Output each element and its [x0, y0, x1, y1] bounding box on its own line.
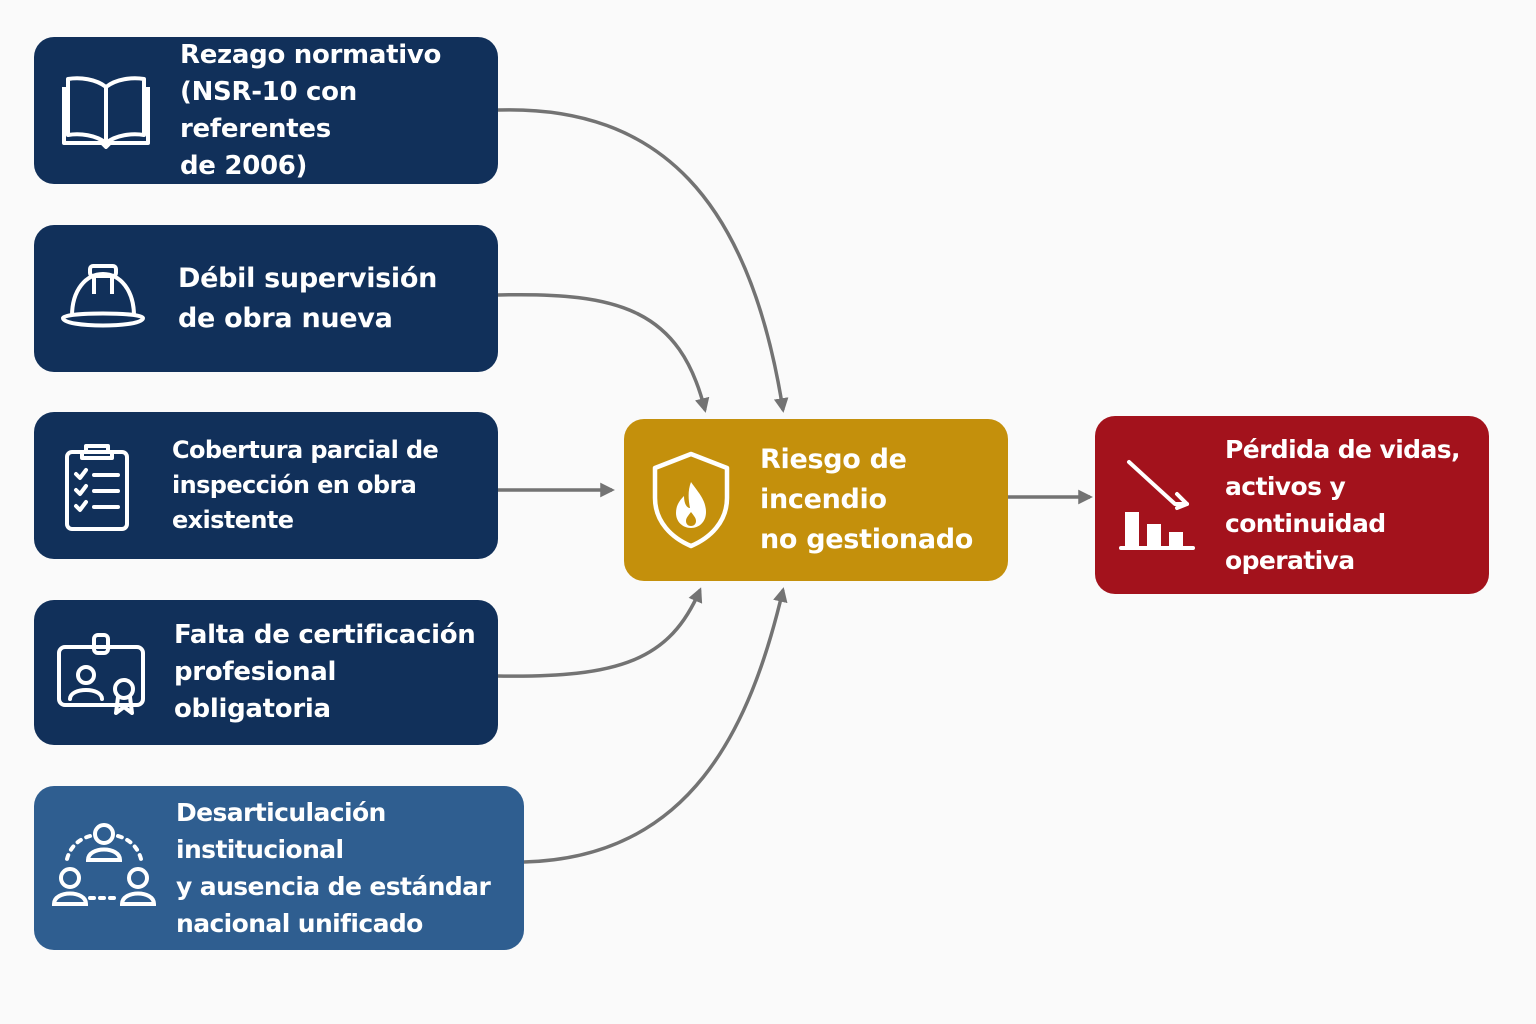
cause-box-desarticulacion-institucional: Desarticulación institucional y ausencia… [34, 786, 524, 950]
effect-label: Pérdida de vidas, activos y continuidad … [1225, 435, 1461, 575]
people-network-icon [52, 820, 156, 916]
cause-box-falta-certificacion: Falta de certificación profesional oblig… [34, 600, 498, 745]
cause-box-rezago-normativo: Rezago normativo (NSR-10 con referentes … [34, 37, 498, 184]
risk-label: Riesgo de incendio no gestionado [760, 444, 974, 555]
open-book-icon [62, 73, 150, 149]
clipboard-checklist-icon [64, 440, 130, 532]
arrow-cause-5 [523, 587, 788, 864]
cause-label: Rezago normativo (NSR-10 con referentes … [180, 39, 442, 181]
declining-chart-icon [1119, 458, 1195, 552]
risk-box-riesgo-incendio: Riesgo de incendio no gestionado [624, 419, 1008, 581]
arrow-cause-1 [497, 108, 789, 413]
cause-box-debil-supervision: Débil supervisión de obra nueva [34, 225, 498, 372]
cause-label: Desarticulación institucional y ausencia… [176, 798, 491, 938]
cause-box-cobertura-parcial: Cobertura parcial de inspección en obra … [34, 412, 498, 559]
certificate-id-icon [56, 631, 146, 715]
arrow-cause-4 [497, 587, 703, 678]
cause-label: Débil supervisión de obra nueva [178, 262, 438, 334]
cause-label: Falta de certificación profesional oblig… [174, 620, 476, 724]
fire-shield-icon [650, 450, 732, 550]
cause-label: Cobertura parcial de inspección en obra … [172, 436, 439, 534]
effect-box-perdida-de-vidas: Pérdida de vidas, activos y continuidad … [1095, 416, 1489, 594]
arrow-cause-2 [497, 292, 710, 413]
hard-hat-icon [60, 262, 146, 336]
